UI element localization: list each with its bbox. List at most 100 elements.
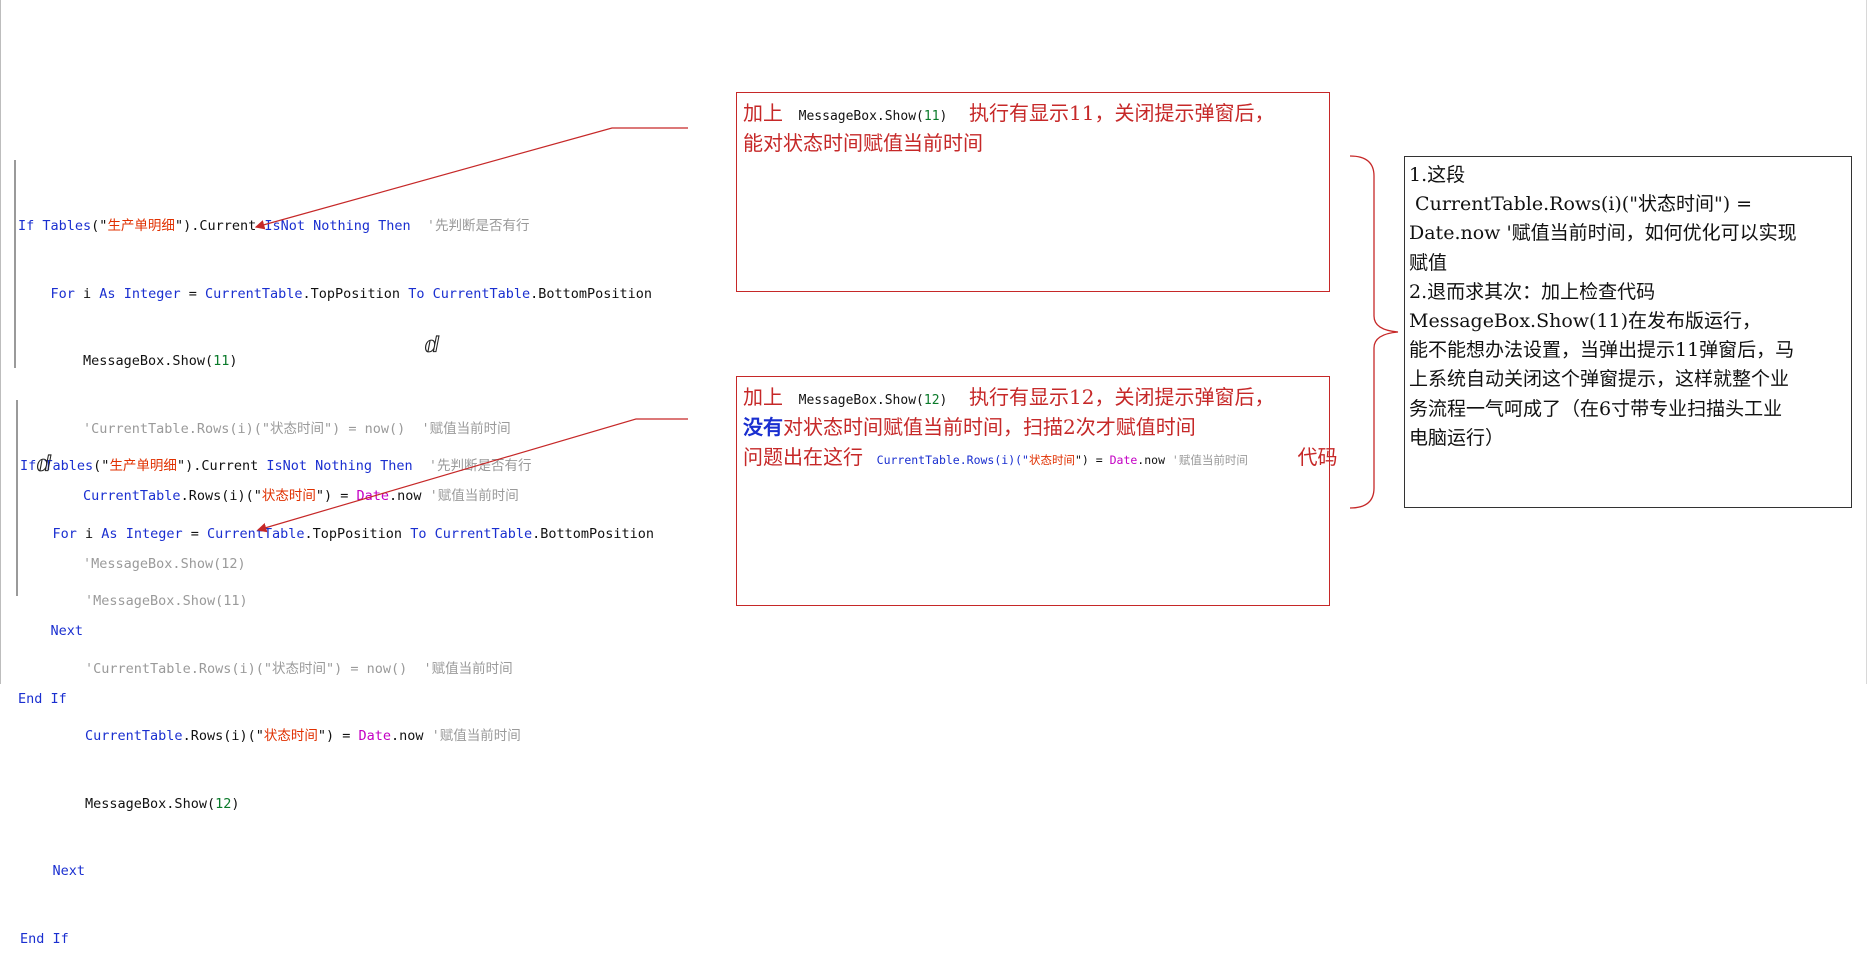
keyword: Next xyxy=(50,623,84,639)
type: Integer xyxy=(123,285,181,302)
member: .Rows(i)(" xyxy=(182,728,264,744)
annotation-text: 能对状态时间赋值当前时间 xyxy=(743,131,983,155)
annotation-text: 代码 xyxy=(1297,445,1338,469)
text-cursor-icon: ⅆ xyxy=(36,452,52,477)
keyword: IsNot Nothing Then xyxy=(266,458,413,474)
annotation-box-1: 加上 MessageBox.Show(11) 执行有显示11，关闭提示弹窗后， … xyxy=(736,92,1330,292)
keyword: If xyxy=(20,458,45,474)
emphasis-text: 没有 xyxy=(743,415,783,439)
number: 11 xyxy=(213,353,230,369)
note-line: 1.这段 xyxy=(1409,164,1466,186)
annotation-line: 问题出在这行 CurrentTable.Rows(i)("状态时间") = Da… xyxy=(743,441,1338,470)
code-panel-2-bar xyxy=(16,400,18,596)
member: .Current xyxy=(191,218,265,234)
note-line: CurrentTable.Rows(i)("状态时间") = xyxy=(1409,193,1753,216)
annotation-text: 加上 xyxy=(743,101,783,125)
note-line: 电脑运行） xyxy=(1409,426,1505,449)
code-line: For i As Integer = CurrentTable.TopPosit… xyxy=(20,523,655,546)
text-cursor-icon: ⅆ xyxy=(424,333,440,358)
comment: 'CurrentTable.Rows(i)("状态时间") = now() '赋… xyxy=(85,660,513,677)
keyword: As xyxy=(101,525,126,542)
keyword: IsNot Nothing Then xyxy=(264,218,411,234)
string: 生产单明细 xyxy=(107,218,175,234)
note-line: 上系统自动关闭这个弹窗提示，这样就整个业 xyxy=(1409,368,1790,391)
note-line: 能不能想办法设置，当弹出提示11弹窗后，马 xyxy=(1409,339,1795,362)
code-line: End If xyxy=(20,928,654,951)
code-line: If Tables("生产单明细").Current IsNot Nothing… xyxy=(18,215,652,238)
member: .TopPosition xyxy=(304,525,411,542)
question-note: 1.这段 CurrentTable.Rows(i)("状态时间") = Date… xyxy=(1404,156,1852,508)
keyword: If xyxy=(18,218,43,234)
member: .BottomPosition xyxy=(530,285,653,302)
keyword: For xyxy=(50,285,84,302)
left-divider xyxy=(0,0,1,684)
annotation-box-2: 加上 MessageBox.Show(12) 执行有显示12，关闭提示弹窗后， … xyxy=(736,376,1338,606)
member: .TopPosition xyxy=(302,285,409,302)
call: MessageBox.Show( xyxy=(85,795,216,812)
code-line: If Tables("生产单明细").Current IsNot Nothing… xyxy=(20,455,654,478)
punct: (" xyxy=(91,218,108,234)
identifier: Tables xyxy=(42,218,92,234)
inline-code: MessageBox.Show(11) xyxy=(798,109,948,124)
annotation-line: 没有对状态时间赋值当前时间，扫描2次才赋值时间 xyxy=(743,411,1196,440)
code-line: 'MessageBox.Show(12) xyxy=(18,553,652,576)
annotation-text: 执行有显示12，关闭提示弹窗后， xyxy=(969,385,1275,409)
string: 状态时间 xyxy=(263,728,318,744)
note-line: 2.退而求其次：加上检查代码 xyxy=(1409,280,1656,303)
annotation-line: 能对状态时间赋值当前时间 xyxy=(743,127,983,156)
annotation-text: 问题出在这行 xyxy=(743,445,863,469)
note-line: Date.now '赋值当前时间，如何优化可以实现 xyxy=(1409,222,1797,245)
annotation-line: 加上 MessageBox.Show(11) 执行有显示11，关闭提示弹窗后， xyxy=(743,97,1274,126)
member: .Current xyxy=(193,458,267,474)
punct: = xyxy=(182,525,207,542)
member: .Rows(i)(" xyxy=(180,488,262,504)
code-line: MessageBox.Show(12) xyxy=(20,793,654,816)
type: Date xyxy=(358,728,392,744)
code-line: 'CurrentTable.Rows(i)("状态时间") = now() '赋… xyxy=(20,658,654,681)
identifier: CurrentTable xyxy=(83,488,181,504)
identifier: i xyxy=(85,525,102,542)
code-line: For i As Integer = CurrentTable.TopPosit… xyxy=(18,283,653,306)
note-line: 务流程一气呵成了（在6寸带专业扫描头工业 xyxy=(1409,397,1783,420)
comment: '先判断是否有行 xyxy=(410,218,530,234)
member: .BottomPosition xyxy=(532,525,655,542)
identifier: CurrentTable xyxy=(432,285,531,302)
punct: = xyxy=(180,285,205,302)
note-line: MessageBox.Show(11)在发布版运行， xyxy=(1409,309,1762,332)
code-line: Next xyxy=(20,860,654,883)
annotation-text: 执行有显示11，关闭提示弹窗后， xyxy=(969,101,1275,125)
code-panel-1-bar xyxy=(14,160,16,368)
inline-code: MessageBox.Show(12) xyxy=(798,393,948,408)
comment: 'MessageBox.Show(12) xyxy=(83,555,246,572)
annotation-text: 加上 xyxy=(743,385,783,409)
punct: ) xyxy=(229,353,238,369)
annotation-text: 对状态时间赋值当前时间，扫描2次才赋值时间 xyxy=(783,415,1196,439)
number: 12 xyxy=(215,795,232,812)
keyword: To xyxy=(408,285,433,302)
punct: ") = xyxy=(317,728,359,744)
identifier: i xyxy=(83,285,100,302)
note-line: 赋值 xyxy=(1409,251,1448,274)
code-line: CurrentTable.Rows(i)("状态时间") = Date.now … xyxy=(20,725,654,748)
punct: ) xyxy=(231,795,240,812)
brace-icon xyxy=(1349,155,1399,509)
code-line: 'MessageBox.Show(11) xyxy=(20,590,654,613)
comment: '先判断是否有行 xyxy=(412,458,532,474)
inline-code: CurrentTable.Rows(i)("状态时间") = Date.now … xyxy=(876,453,1248,467)
comment: 'MessageBox.Show(11) xyxy=(85,593,248,609)
identifier: CurrentTable xyxy=(85,728,183,744)
string: 生产单明细 xyxy=(109,458,177,474)
keyword: For xyxy=(52,525,86,542)
code-line: Next xyxy=(18,620,652,643)
keyword: Next xyxy=(52,863,86,879)
identifier: CurrentTable xyxy=(206,525,305,542)
keyword: To xyxy=(410,525,435,542)
call: MessageBox.Show( xyxy=(83,353,214,369)
annotation-line: 加上 MessageBox.Show(12) 执行有显示12，关闭提示弹窗后， xyxy=(743,381,1274,410)
punct: ") xyxy=(174,218,192,234)
punct: ") xyxy=(176,458,194,474)
identifier: CurrentTable xyxy=(204,285,303,302)
keyword: End If xyxy=(20,930,69,947)
punct: (" xyxy=(93,458,110,474)
member: .now xyxy=(391,728,432,744)
